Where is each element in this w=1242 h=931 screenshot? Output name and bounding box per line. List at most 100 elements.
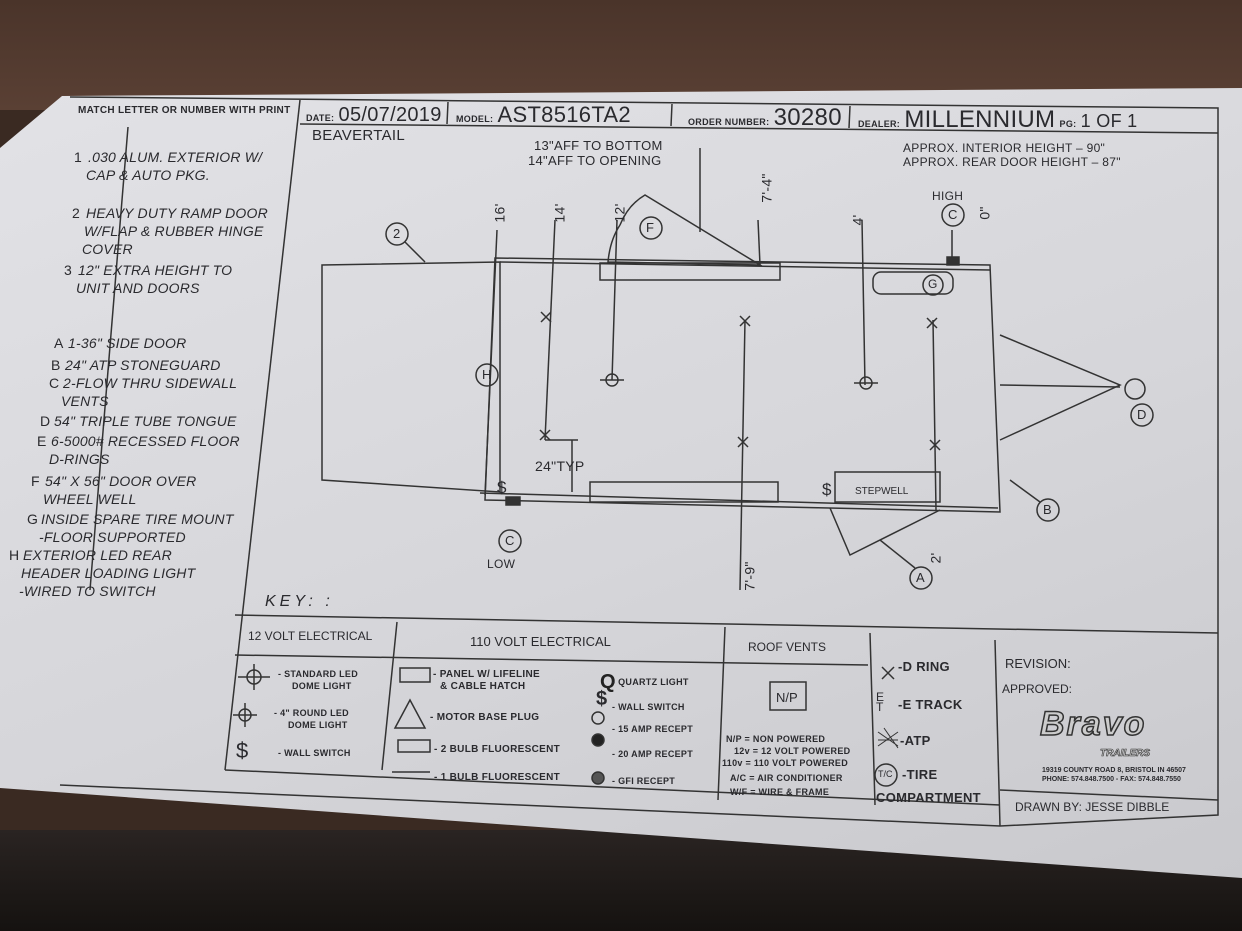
high-label: HIGH xyxy=(932,189,964,203)
key-np-box: N/P xyxy=(776,690,798,705)
spec-key: B xyxy=(51,357,61,373)
dimension-label: 7'-9" xyxy=(741,561,758,591)
key-item: - GFI RECEPT xyxy=(612,776,676,786)
spec-key: 1 xyxy=(74,149,82,165)
dimension-label: 2' xyxy=(927,552,944,564)
door-over-well xyxy=(607,194,763,266)
stepwell-box xyxy=(834,471,941,503)
dome-light-icon xyxy=(600,373,878,390)
spec-item-line: HEAVY DUTY RAMP DOOR xyxy=(86,205,268,221)
aff-opening-note: 14"AFF TO OPENING xyxy=(528,153,662,168)
key-item: - WALL SWITCH xyxy=(278,748,351,758)
key-item: 110v = 110 VOLT POWERED xyxy=(722,758,849,768)
spec-item-line: INSIDE SPARE TIRE MOUNT xyxy=(41,511,234,527)
drawn-by: DRAWN BY: JESSE DIBBLE xyxy=(1015,800,1170,814)
callout-c-low: C xyxy=(505,533,515,548)
spec-item-line: -WIRED TO SWITCH xyxy=(19,583,156,599)
callout-2: 2 xyxy=(393,226,401,241)
key-item: COMPARTMENT xyxy=(876,790,981,805)
page-label: PG: xyxy=(1059,119,1077,129)
wall-switch-rear: $ xyxy=(497,478,507,497)
spec-divider xyxy=(224,99,301,771)
typ-dimension: 24"TYP xyxy=(535,458,585,474)
spec-item-line: 12" EXTRA HEIGHT TO xyxy=(78,262,233,278)
spec-item-line: VENTS xyxy=(61,393,109,409)
key-item: 12v = 12 VOLT POWERED xyxy=(734,746,851,756)
key-item: - 1 BULB FLUORESCENT xyxy=(434,772,560,783)
key-110v-header: 110 VOLT ELECTRICAL xyxy=(470,634,611,649)
callout-d: D xyxy=(1137,407,1147,422)
address: 19319 COUNTY ROAD 8, BRISTOL IN 46507 xyxy=(1042,767,1186,774)
spare-tire-mount xyxy=(872,271,954,295)
wheel-well-bottom xyxy=(589,481,779,503)
key-item: - 20 AMP RECEPT xyxy=(612,749,694,759)
low-label: LOW xyxy=(487,557,516,571)
callout-g: G xyxy=(928,277,938,291)
dimension-label: 16' xyxy=(491,203,508,223)
date-value: 05/07/2019 xyxy=(338,104,442,126)
legend-symbols xyxy=(233,664,899,787)
spec-item-line: -FLOOR SUPPORTED xyxy=(39,529,186,545)
date-field: DATE: 05/07/2019 xyxy=(306,104,442,127)
spec-key: D xyxy=(40,413,51,429)
spec-key: G xyxy=(27,511,39,527)
phone: PHONE: 574.848.7500 - FAX: 574.848.7550 xyxy=(1042,776,1181,783)
spec-key: F xyxy=(31,473,40,489)
sheet-border xyxy=(59,96,1219,827)
key-item: N/P = NON POWERED xyxy=(726,734,826,744)
key-item: -TIRE xyxy=(902,767,938,782)
spec-item-line: EXTERIOR LED REAR xyxy=(23,547,172,563)
bravo-logo: Bravo xyxy=(1039,704,1147,744)
wall-switch-icon: $ xyxy=(236,738,249,763)
model-value: AST8516TA2 xyxy=(497,102,631,127)
spec-item-line: 1-36" SIDE DOOR xyxy=(68,335,187,351)
spec-item-line: 24" ATP STONEGUARD xyxy=(65,357,221,373)
order-field: ORDER NUMBER: 30280 xyxy=(688,104,842,132)
dimension-label: 14' xyxy=(551,203,568,223)
quartz-light-icon: Q xyxy=(600,671,616,693)
model-field: MODEL: AST8516TA2 xyxy=(456,102,631,128)
spec-item-line: 6-5000# RECESSED FLOOR xyxy=(51,433,240,449)
key-item: - 15 AMP RECEPT xyxy=(612,724,694,734)
key-12v-header: 12 VOLT ELECTRICAL xyxy=(248,629,373,643)
beavertail-note: BEAVERTAIL xyxy=(312,127,406,144)
dimension-label: 4' xyxy=(849,214,866,226)
key-roof-header: ROOF VENTS xyxy=(748,640,827,654)
revision-label: REVISION: xyxy=(1005,656,1071,671)
order-value: 30280 xyxy=(773,104,842,131)
key-item: DOME LIGHT xyxy=(288,720,348,730)
key-item: - 4" ROUND LED xyxy=(274,708,349,718)
spec-key-divider xyxy=(89,126,129,591)
callout-a: A xyxy=(916,570,925,585)
key-item: - WALL SWITCH xyxy=(612,702,685,712)
interior-height-note: APPROX. INTERIOR HEIGHT – 90" xyxy=(903,141,1106,155)
spec-item-line: COVER xyxy=(82,241,133,257)
key-item: - STANDARD LED xyxy=(278,669,359,679)
dealer-field: DEALER: MILLENNIUM PG: 1 OF 1 xyxy=(858,106,1137,134)
spec-item-line: HEADER LOADING LIGHT xyxy=(21,565,196,581)
spec-item-line: WHEEL WELL xyxy=(43,491,137,507)
order-label: ORDER NUMBER: xyxy=(688,117,770,127)
spec-item-line: 54" X 56" DOOR OVER xyxy=(45,473,197,489)
key-item: DOME LIGHT xyxy=(292,681,352,691)
date-label: DATE: xyxy=(306,113,335,123)
page-value: 1 OF 1 xyxy=(1080,111,1138,131)
key-item: - PANEL W/ LIFELINE xyxy=(433,669,540,680)
key-item: & CABLE HATCH xyxy=(440,681,526,692)
header-rule xyxy=(299,123,1219,134)
spec-list-title: MATCH LETTER OR NUMBER WITH PRINT xyxy=(78,105,291,116)
rear-door-height-note: APPROX. REAR DOOR HEIGHT – 87" xyxy=(903,155,1121,169)
dimension-label: 12' xyxy=(611,203,628,223)
spec-item-line: W/FLAP & RUBBER HINGE xyxy=(84,223,264,239)
spec-key: A xyxy=(54,335,64,351)
callout-c-high: C xyxy=(948,207,958,222)
dealer-label: DEALER: xyxy=(858,119,901,129)
wall-switch-stepwell: $ xyxy=(822,480,832,499)
spec-key: 3 xyxy=(64,262,72,278)
spec-key: H xyxy=(9,547,20,563)
key-top-rule xyxy=(234,614,1219,634)
bravo-logo-sub: TRAILERS xyxy=(1100,748,1151,760)
tire-compartment-icon: T/C xyxy=(878,769,893,779)
